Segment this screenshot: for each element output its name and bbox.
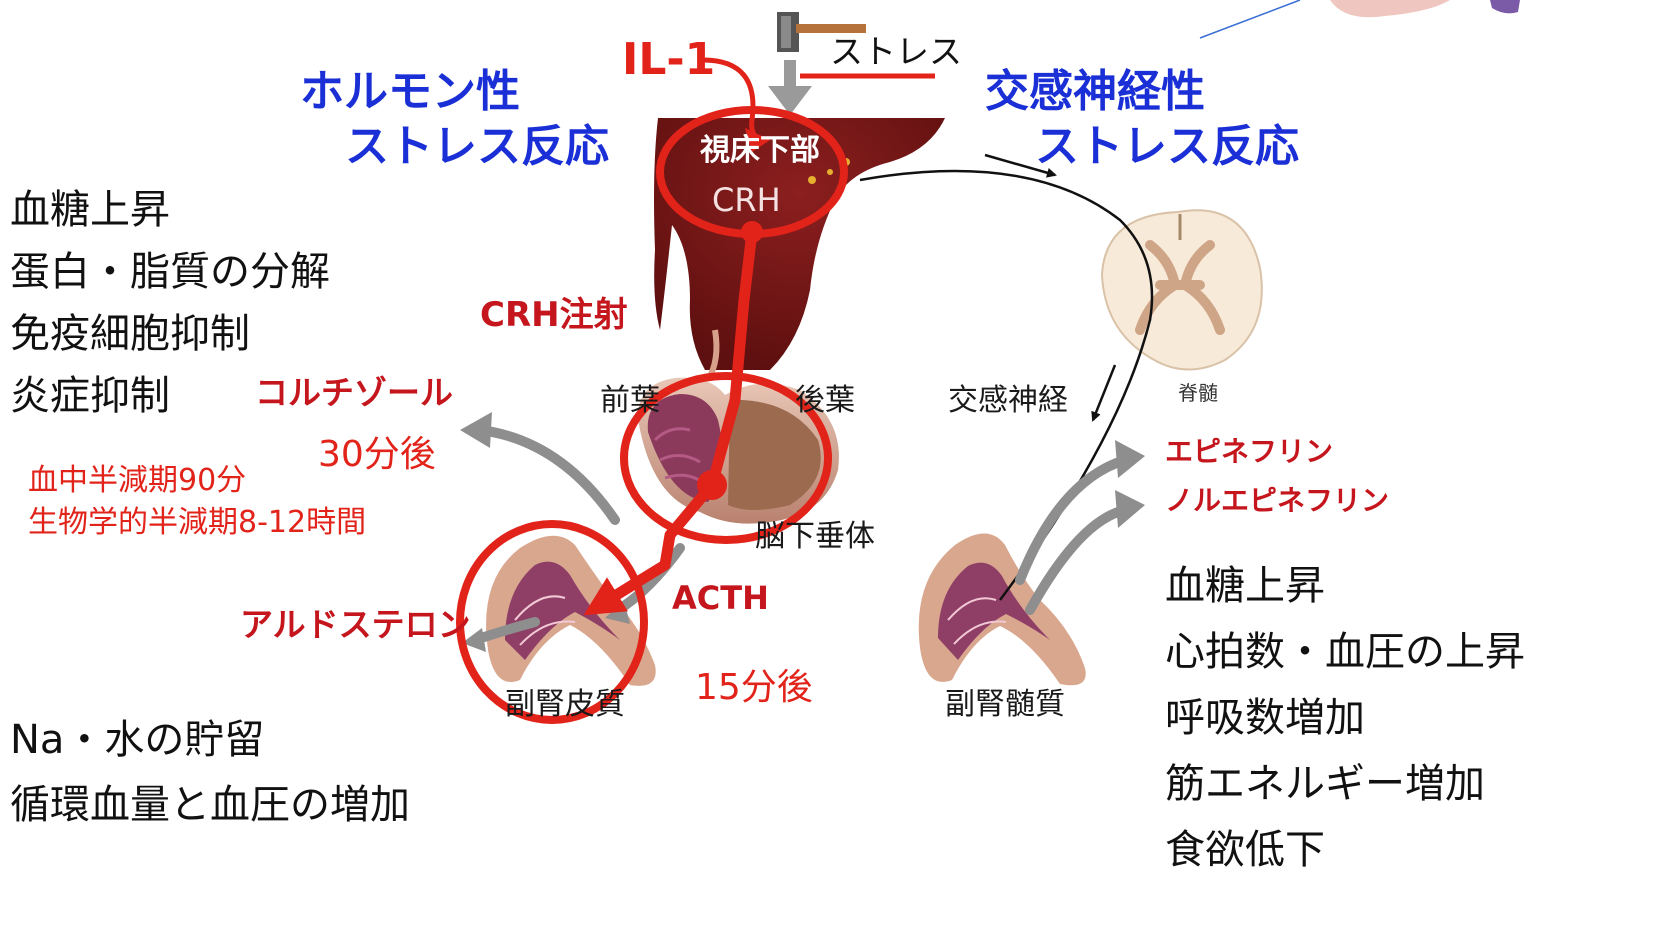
sympathetic-effect-item: 心拍数・血圧の上昇 <box>1165 632 1525 672</box>
decorative-fragment <box>1490 0 1520 13</box>
decorative-face-fragment <box>1330 0 1450 17</box>
adrenal-cortex-gland <box>486 536 656 686</box>
il1-label: IL-1 <box>622 38 715 82</box>
hormonal-title-1: ホルモン性 <box>300 70 520 114</box>
aldosterone-label: アルドステロン <box>240 608 471 641</box>
cortisol-effect-item: 炎症抑制 <box>10 376 170 416</box>
sympathetic-effect-item: 呼吸数増加 <box>1165 698 1365 738</box>
adrenal-medulla-label: 副腎髄質 <box>945 690 1065 720</box>
norepinephrine-label: ノルエピネフリン <box>1165 487 1389 515</box>
cortisol-time-label: 30分後 <box>318 437 436 473</box>
sympathetic-effect-item: 血糖上昇 <box>1165 566 1325 606</box>
pituitary-label: 脳下垂体 <box>755 522 875 552</box>
blood-half-life: 血中半減期90分 <box>28 466 246 496</box>
sympathetic-title-1: 交感神経性 <box>985 70 1205 114</box>
cortisol-label: コルチゾール <box>255 376 453 409</box>
stress-arrow <box>768 60 812 115</box>
acth-label: ACTH <box>672 582 769 614</box>
aldosterone-effect-item: 循環血量と血圧の増加 <box>10 785 410 825</box>
acth-time-label: 15分後 <box>695 670 813 706</box>
sympathetic-effect-item: 食欲低下 <box>1165 830 1325 870</box>
cortisol-effect-item: 蛋白・脂質の分解 <box>10 252 330 292</box>
crh-injection-label: CRH注射 <box>480 298 628 332</box>
cortisol-effect-item: 血糖上昇 <box>10 190 170 230</box>
stress-label: ストレス <box>830 35 962 68</box>
epinephrine-label: エピネフリン <box>1165 438 1333 466</box>
aldosterone-effect-item: Na・水の貯留 <box>10 720 264 760</box>
sympathetic-title-2: ストレス反応 <box>1035 125 1299 169</box>
sympathetic-effect-item: 筋エネルギー増加 <box>1165 764 1485 804</box>
sympathetic-nerve-label: 交感神経 <box>948 386 1068 416</box>
crh-label: CRH <box>712 184 781 216</box>
biological-half-life: 生物学的半減期8-12時間 <box>28 508 366 538</box>
hormonal-title-2: ストレス反応 <box>345 125 609 169</box>
cortisol-effect-item: 免疫細胞抑制 <box>10 314 250 354</box>
posterior-lobe-label: 後葉 <box>795 386 855 416</box>
spinal-cord-section <box>1102 210 1262 369</box>
hypothalamus-label: 視床下部 <box>700 136 820 166</box>
spinal-down-arrow <box>1093 365 1115 420</box>
anterior-lobe-label: 前葉 <box>600 386 660 416</box>
spinal-cord-label: 脊髄 <box>1178 383 1218 403</box>
decorative-line <box>1200 0 1300 38</box>
adrenal-cortex-label: 副腎皮質 <box>505 690 625 720</box>
